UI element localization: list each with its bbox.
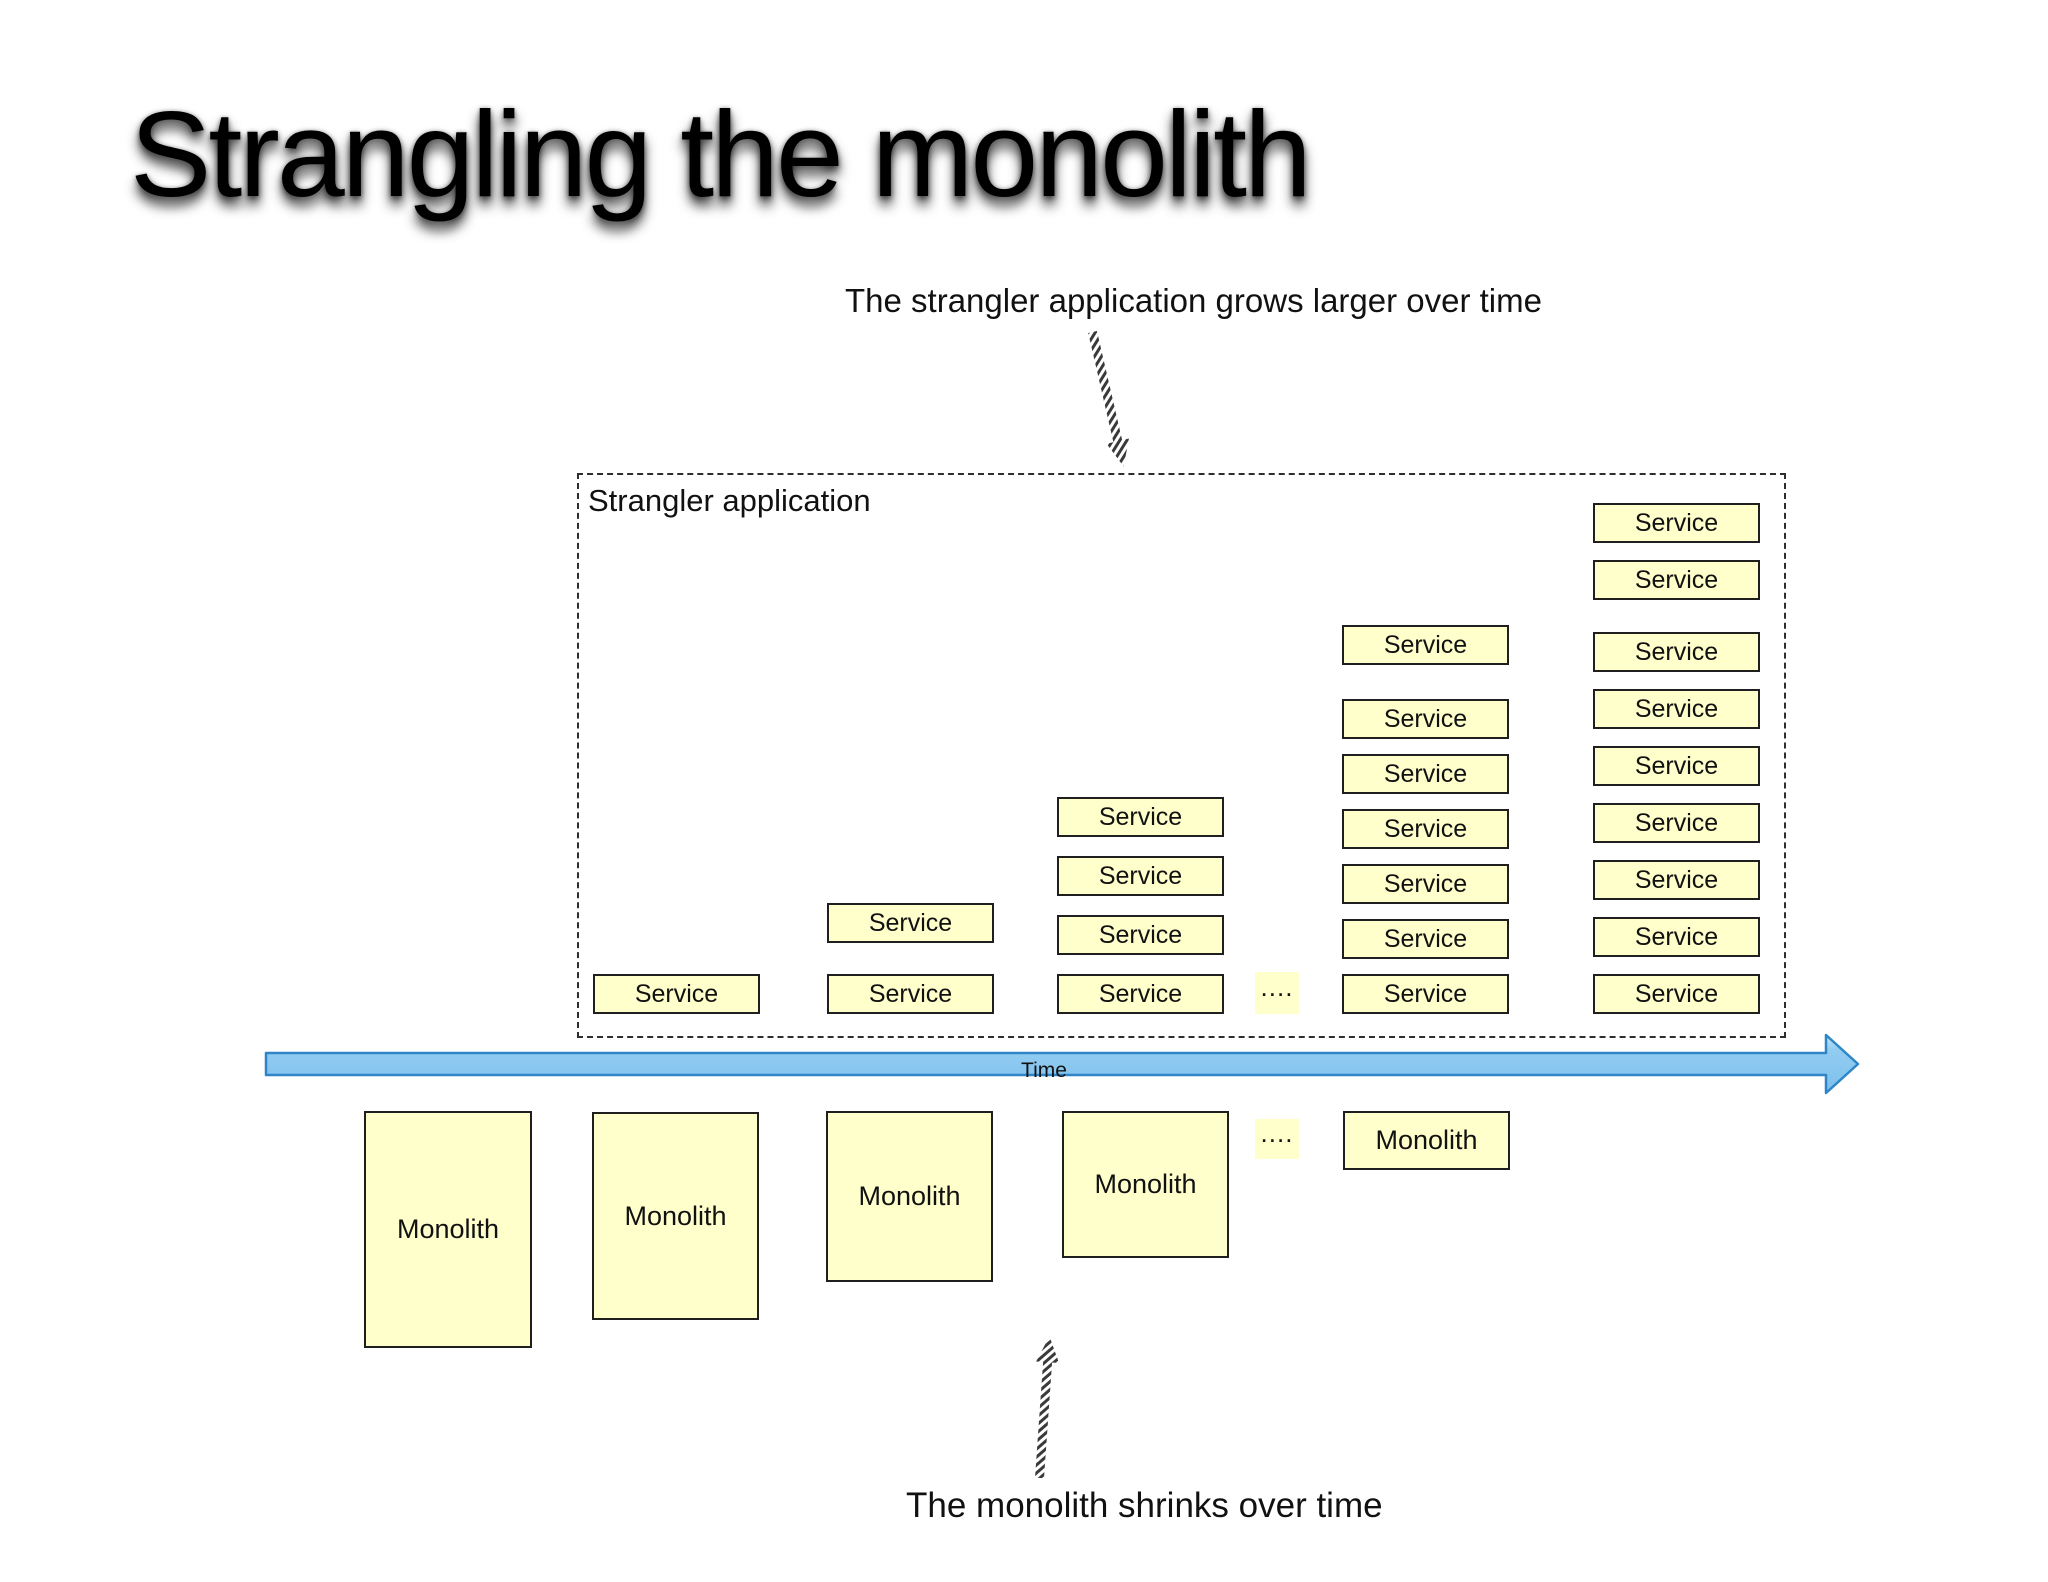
service-box: Service — [1593, 803, 1760, 843]
service-box: Service — [1342, 919, 1509, 959]
services-ellipsis: .... — [1255, 972, 1299, 1014]
service-box: Service — [1342, 809, 1509, 849]
monolith-box-4: Monolith — [1062, 1111, 1229, 1258]
strangler-application-box: Strangler application — [577, 473, 1786, 1038]
service-box: Service — [1057, 915, 1224, 955]
service-box: Service — [1593, 560, 1760, 600]
services-ellipsis-text: .... — [1260, 971, 1294, 1002]
service-box: Service — [1593, 746, 1760, 786]
strangler-application-label: Strangler application — [588, 483, 871, 518]
grow-arrow-icon — [1088, 330, 1129, 467]
monolith-box-1: Monolith — [364, 1111, 532, 1348]
service-box: Service — [827, 974, 994, 1014]
service-box: Service — [1342, 699, 1509, 739]
monolith-box-3: Monolith — [826, 1111, 993, 1282]
service-box: Service — [1593, 974, 1760, 1014]
service-box: Service — [1057, 856, 1224, 896]
monolith-box-2: Monolith — [592, 1112, 759, 1320]
monolith-ellipsis: .... — [1255, 1117, 1299, 1159]
time-arrow — [264, 1033, 1860, 1095]
service-box: Service — [1057, 974, 1224, 1014]
service-box: Service — [1593, 503, 1760, 543]
service-box: Service — [1593, 917, 1760, 957]
service-box: Service — [1342, 625, 1509, 665]
service-box: Service — [1593, 860, 1760, 900]
service-box: Service — [1593, 632, 1760, 672]
shrink-arrow-icon — [1035, 1336, 1060, 1479]
service-box: Service — [1057, 797, 1224, 837]
monolith-box-5: Monolith — [1343, 1111, 1510, 1170]
service-column-1: Service — [593, 974, 760, 1014]
monolith-shrink-annotation: The monolith shrinks over time — [906, 1486, 1383, 1525]
service-box: Service — [827, 903, 994, 943]
time-axis-label: Time — [1021, 1059, 1067, 1082]
page-title: Strangling the monolith — [130, 86, 1312, 222]
service-box: Service — [1593, 689, 1760, 729]
service-box: Service — [1342, 754, 1509, 794]
strangler-growth-annotation: The strangler application grows larger o… — [845, 282, 1542, 319]
service-box: Service — [1342, 864, 1509, 904]
service-box: Service — [1342, 974, 1509, 1014]
service-box: Service — [593, 974, 760, 1014]
monolith-ellipsis-text: .... — [1260, 1117, 1294, 1148]
